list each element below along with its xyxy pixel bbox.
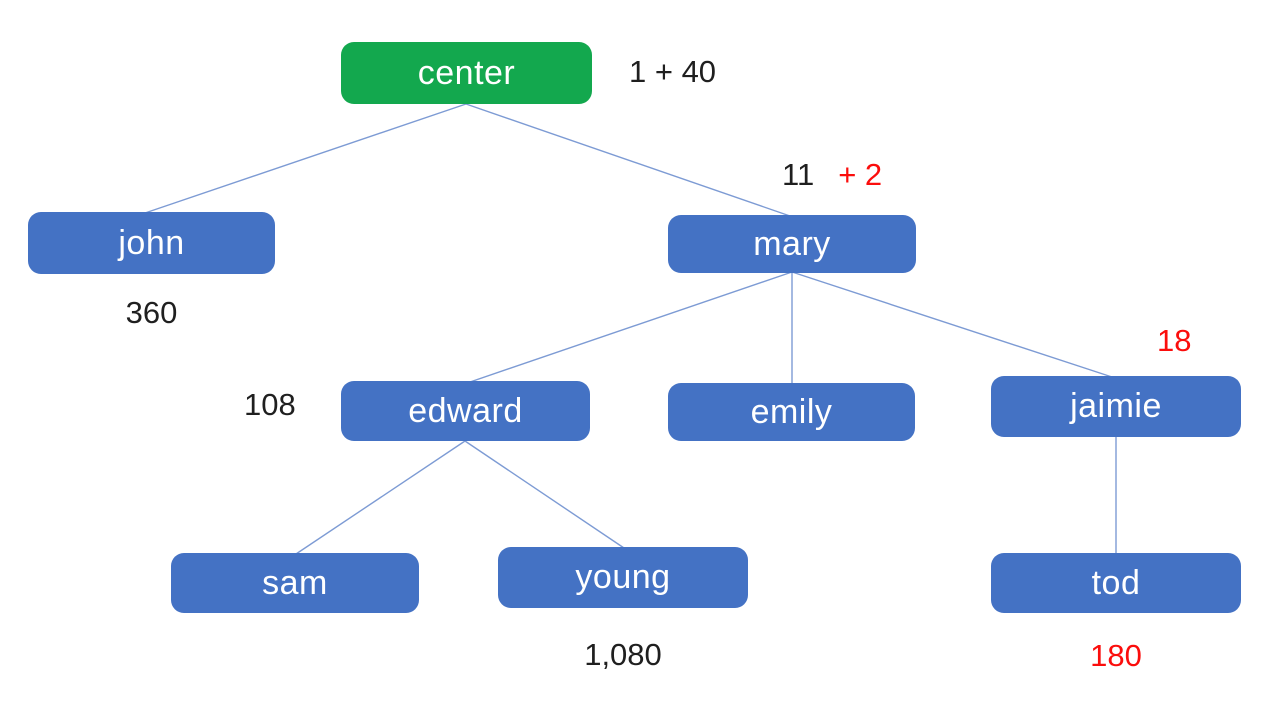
node-sam-label: sam — [262, 563, 328, 602]
node-center-label: center — [417, 53, 516, 92]
node-sam[interactable]: sam — [171, 553, 419, 613]
node-center[interactable]: center — [341, 42, 592, 104]
connector-edward-sam — [295, 440, 466, 555]
connector-edward-young — [464, 440, 625, 549]
node-young-label: young — [575, 558, 671, 596]
annotation-mary-value: 11 + 2 — [782, 157, 882, 193]
node-emily-label: emily — [750, 392, 833, 431]
annotation-mary-value-red: + 2 — [838, 157, 883, 192]
node-mary[interactable]: mary — [668, 215, 916, 273]
annotation-young-value: 1,080 — [584, 637, 662, 672]
connector-center-mary — [465, 103, 791, 217]
node-tod[interactable]: tod — [991, 553, 1241, 613]
annotation-center-value: 1 + 40 — [629, 54, 717, 89]
node-edward-label: edward — [408, 391, 523, 430]
node-emily[interactable]: emily — [668, 383, 915, 441]
connector-mary-edward — [469, 271, 793, 383]
node-john[interactable]: john — [28, 212, 275, 274]
node-tod-label: tod — [1091, 563, 1141, 602]
annotation-john-value: 360 — [125, 295, 178, 330]
node-mary-label: mary — [753, 224, 831, 263]
annotation-jaimie-value: 18 — [1157, 323, 1192, 358]
annotation-tod-value: 180 — [1090, 638, 1142, 673]
node-jaimie-label: jaimie — [1070, 387, 1162, 425]
connector-center-john — [144, 103, 467, 214]
annotation-edward-value: 108 — [244, 387, 296, 422]
annotation-mary-value-black: 11 — [782, 157, 815, 192]
connector-mary-jaimie — [791, 271, 1113, 378]
node-edward[interactable]: edward — [341, 381, 590, 441]
node-jaimie[interactable]: jaimie — [991, 376, 1241, 437]
node-john-label: john — [118, 223, 185, 262]
node-young[interactable]: young — [498, 547, 748, 608]
